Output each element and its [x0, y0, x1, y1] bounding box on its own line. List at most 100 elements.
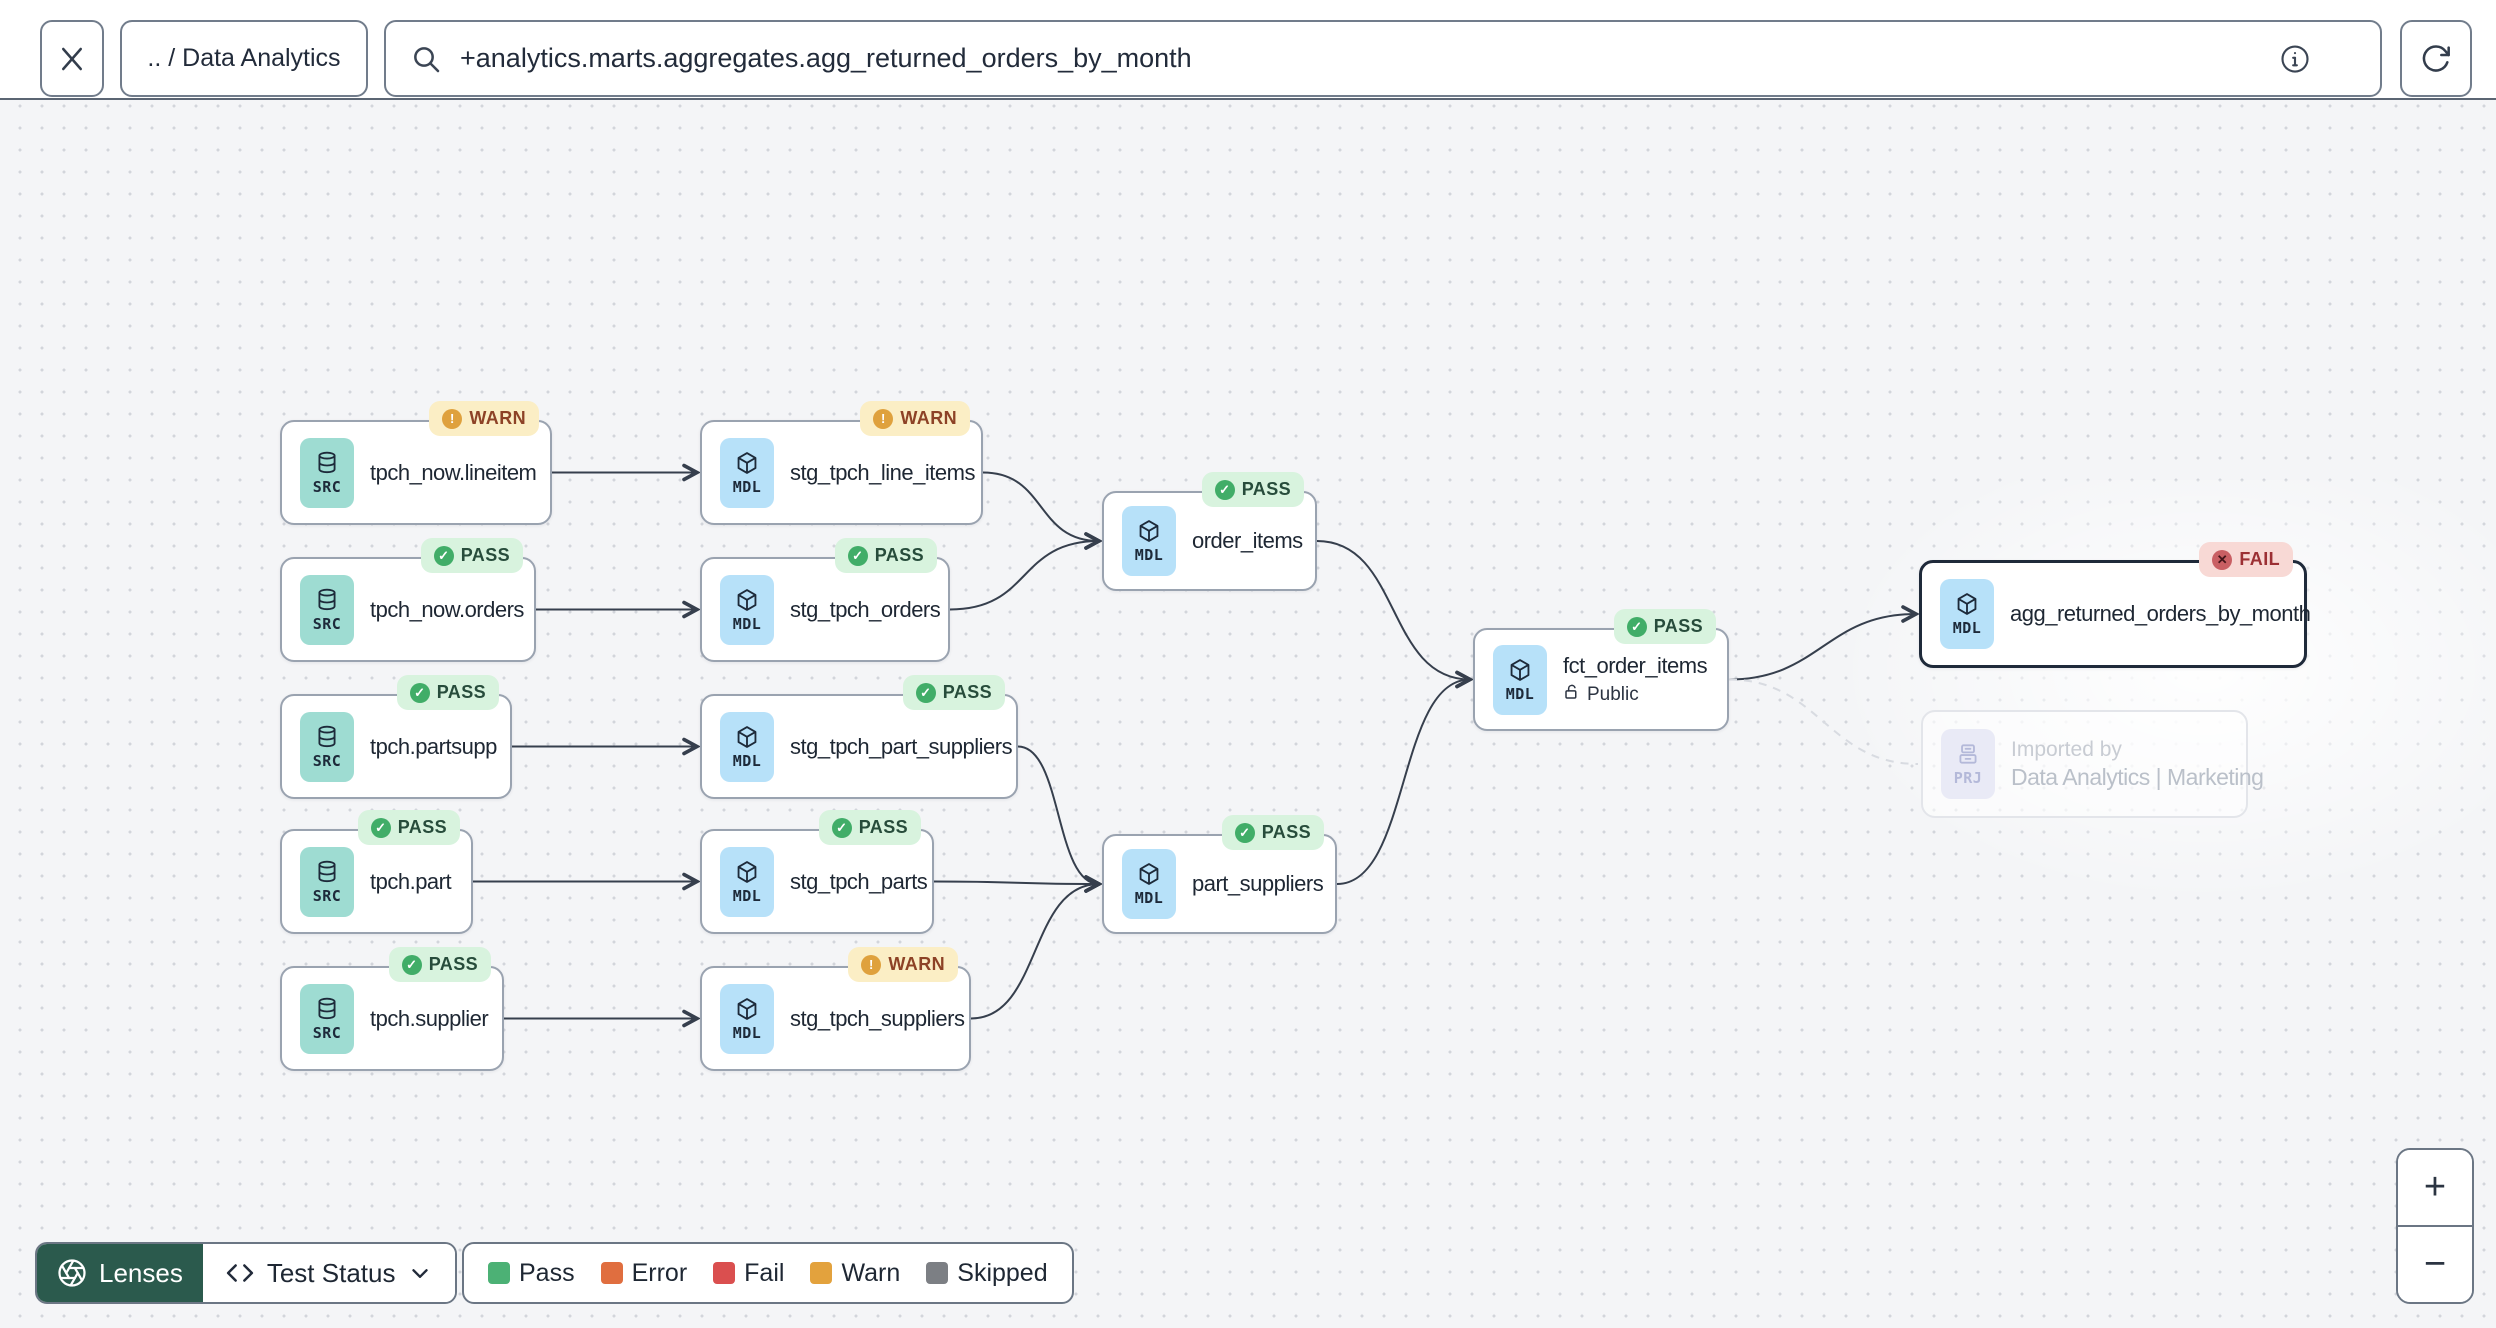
- breadcrumb: .. / Data Analytics: [147, 44, 341, 72]
- test-status-badge: ✕FAIL: [2199, 542, 2293, 577]
- cube-icon: [1136, 861, 1162, 887]
- search-icon: [414, 46, 440, 72]
- pass-status-icon: ✓: [1214, 479, 1235, 500]
- node-type-chip-src: SRC: [300, 711, 354, 782]
- skipped-swatch: [926, 1262, 949, 1284]
- node-type-chip-mdl: MDL: [1493, 644, 1547, 715]
- node-type-chip-src: SRC: [300, 437, 354, 508]
- refresh-icon: [2422, 44, 2450, 72]
- code-icon: [226, 1264, 253, 1282]
- node-label: tpch_now.lineitem: [370, 459, 537, 485]
- pass-status-icon: ✓: [401, 954, 422, 975]
- lenses-button[interactable]: Lenses: [37, 1244, 203, 1302]
- node-type-chip-mdl: MDL: [720, 574, 774, 645]
- database-icon: [314, 587, 340, 613]
- aperture-icon: [58, 1259, 86, 1287]
- node-label: tpch.partsupp: [370, 733, 497, 759]
- lineage-edge-stg_parts-to-part_suppliers: [933, 875, 1103, 893]
- pass-status-icon: ✓: [370, 817, 391, 838]
- pass-status-icon: ✓: [409, 682, 430, 703]
- zoom-control: + −: [2396, 1148, 2474, 1304]
- pass-status-icon: ✓: [915, 682, 936, 703]
- node-label: Data Analytics | Marketing: [2011, 763, 2264, 790]
- node-label: tpch_now.orders: [370, 596, 524, 622]
- node-type-chip-mdl: MDL: [1122, 506, 1176, 576]
- node-type-chip-mdl: MDL: [720, 437, 774, 508]
- pass-status-icon: ✓: [1234, 822, 1255, 843]
- lineage-edge-stg_orders-to-order_items: [949, 532, 1103, 611]
- node-type-chip-src: SRC: [300, 846, 354, 917]
- lens-control-group: Lenses Test Status: [35, 1242, 458, 1304]
- warn-swatch: [810, 1262, 833, 1284]
- database-icon: [314, 450, 340, 476]
- test-status-badge: ✓PASS: [902, 675, 1005, 710]
- info-icon[interactable]: [2280, 44, 2310, 74]
- node-label: fct_order_items: [1563, 652, 1708, 678]
- graph-node-stg_parts[interactable]: ✓PASS MDL stg_tpch_parts: [700, 810, 934, 934]
- refresh-button[interactable]: [2400, 20, 2472, 97]
- breadcrumb-button[interactable]: .. / Data Analytics: [120, 20, 368, 97]
- lens-selector-label: Test Status: [266, 1257, 396, 1288]
- test-status-legend: Pass Error Fail Warn Skipped: [462, 1242, 1074, 1304]
- node-label: stg_tpch_orders: [790, 596, 941, 622]
- pass-status-icon: ✓: [1626, 616, 1647, 637]
- error-swatch: [600, 1262, 623, 1284]
- graph-node-stg_suppliers[interactable]: !WARN MDL stg_tpch_suppliers: [700, 947, 971, 1071]
- node-type-chip-prj: PRJ: [1941, 729, 1995, 799]
- cube-icon: [734, 996, 760, 1022]
- pass-status-icon: ✓: [433, 545, 454, 566]
- node-label: stg_tpch_line_items: [790, 459, 975, 485]
- close-icon: [62, 47, 82, 70]
- legend-item-skipped: Skipped: [926, 1259, 1048, 1288]
- lineage-edge-stg_part_suppliers-to-part_suppliers: [1017, 745, 1103, 893]
- node-label: stg_tpch_parts: [790, 868, 928, 894]
- search-input[interactable]: [460, 43, 2280, 74]
- graph-node-src_lineitem[interactable]: !WARN SRC tpch_now.lineitem: [280, 401, 552, 525]
- cube-icon: [1136, 518, 1162, 544]
- warn-status-icon: !: [861, 954, 882, 975]
- test-status-badge: !WARN: [848, 947, 958, 982]
- node-type-chip-mdl: MDL: [720, 983, 774, 1054]
- lineage-edge-stg_line_items-to-order_items: [982, 471, 1103, 550]
- close-button[interactable]: [40, 20, 104, 97]
- lock-open-icon: [1563, 683, 1581, 707]
- node-type-chip-mdl: MDL: [720, 846, 774, 917]
- lineage-edge-order_items-to-fct_order_items: [1316, 540, 1474, 689]
- zoom-in-button[interactable]: +: [2398, 1150, 2472, 1227]
- warn-status-icon: !: [442, 408, 463, 429]
- database-icon: [314, 724, 340, 750]
- lenses-label: Lenses: [99, 1257, 183, 1288]
- pass-swatch: [488, 1262, 510, 1284]
- database-icon: [314, 859, 340, 885]
- legend-item-pass: Pass: [488, 1259, 575, 1288]
- fail-status-icon: ✕: [2212, 549, 2233, 570]
- test-status-badge: ✓PASS: [818, 810, 921, 845]
- legend-item-error: Error: [600, 1259, 687, 1288]
- test-status-badge: ✓PASS: [396, 675, 499, 710]
- node-label: tpch.supplier: [370, 1005, 489, 1031]
- pass-status-icon: ✓: [847, 545, 868, 566]
- test-status-badge: ✓PASS: [1221, 815, 1324, 850]
- zoom-out-button[interactable]: −: [2398, 1227, 2472, 1302]
- node-label: stg_tpch_suppliers: [790, 1005, 965, 1031]
- lens-selector[interactable]: Test Status: [202, 1244, 456, 1302]
- lineage-search-box[interactable]: [384, 20, 2382, 97]
- cube-icon: [1954, 591, 1980, 617]
- test-status-badge: !WARN: [429, 401, 539, 436]
- node-type-chip-mdl: MDL: [1940, 579, 1994, 649]
- graph-node-src_partsupp[interactable]: ✓PASS SRC tpch.partsupp: [280, 675, 512, 799]
- test-status-badge: ✓PASS: [1201, 472, 1304, 507]
